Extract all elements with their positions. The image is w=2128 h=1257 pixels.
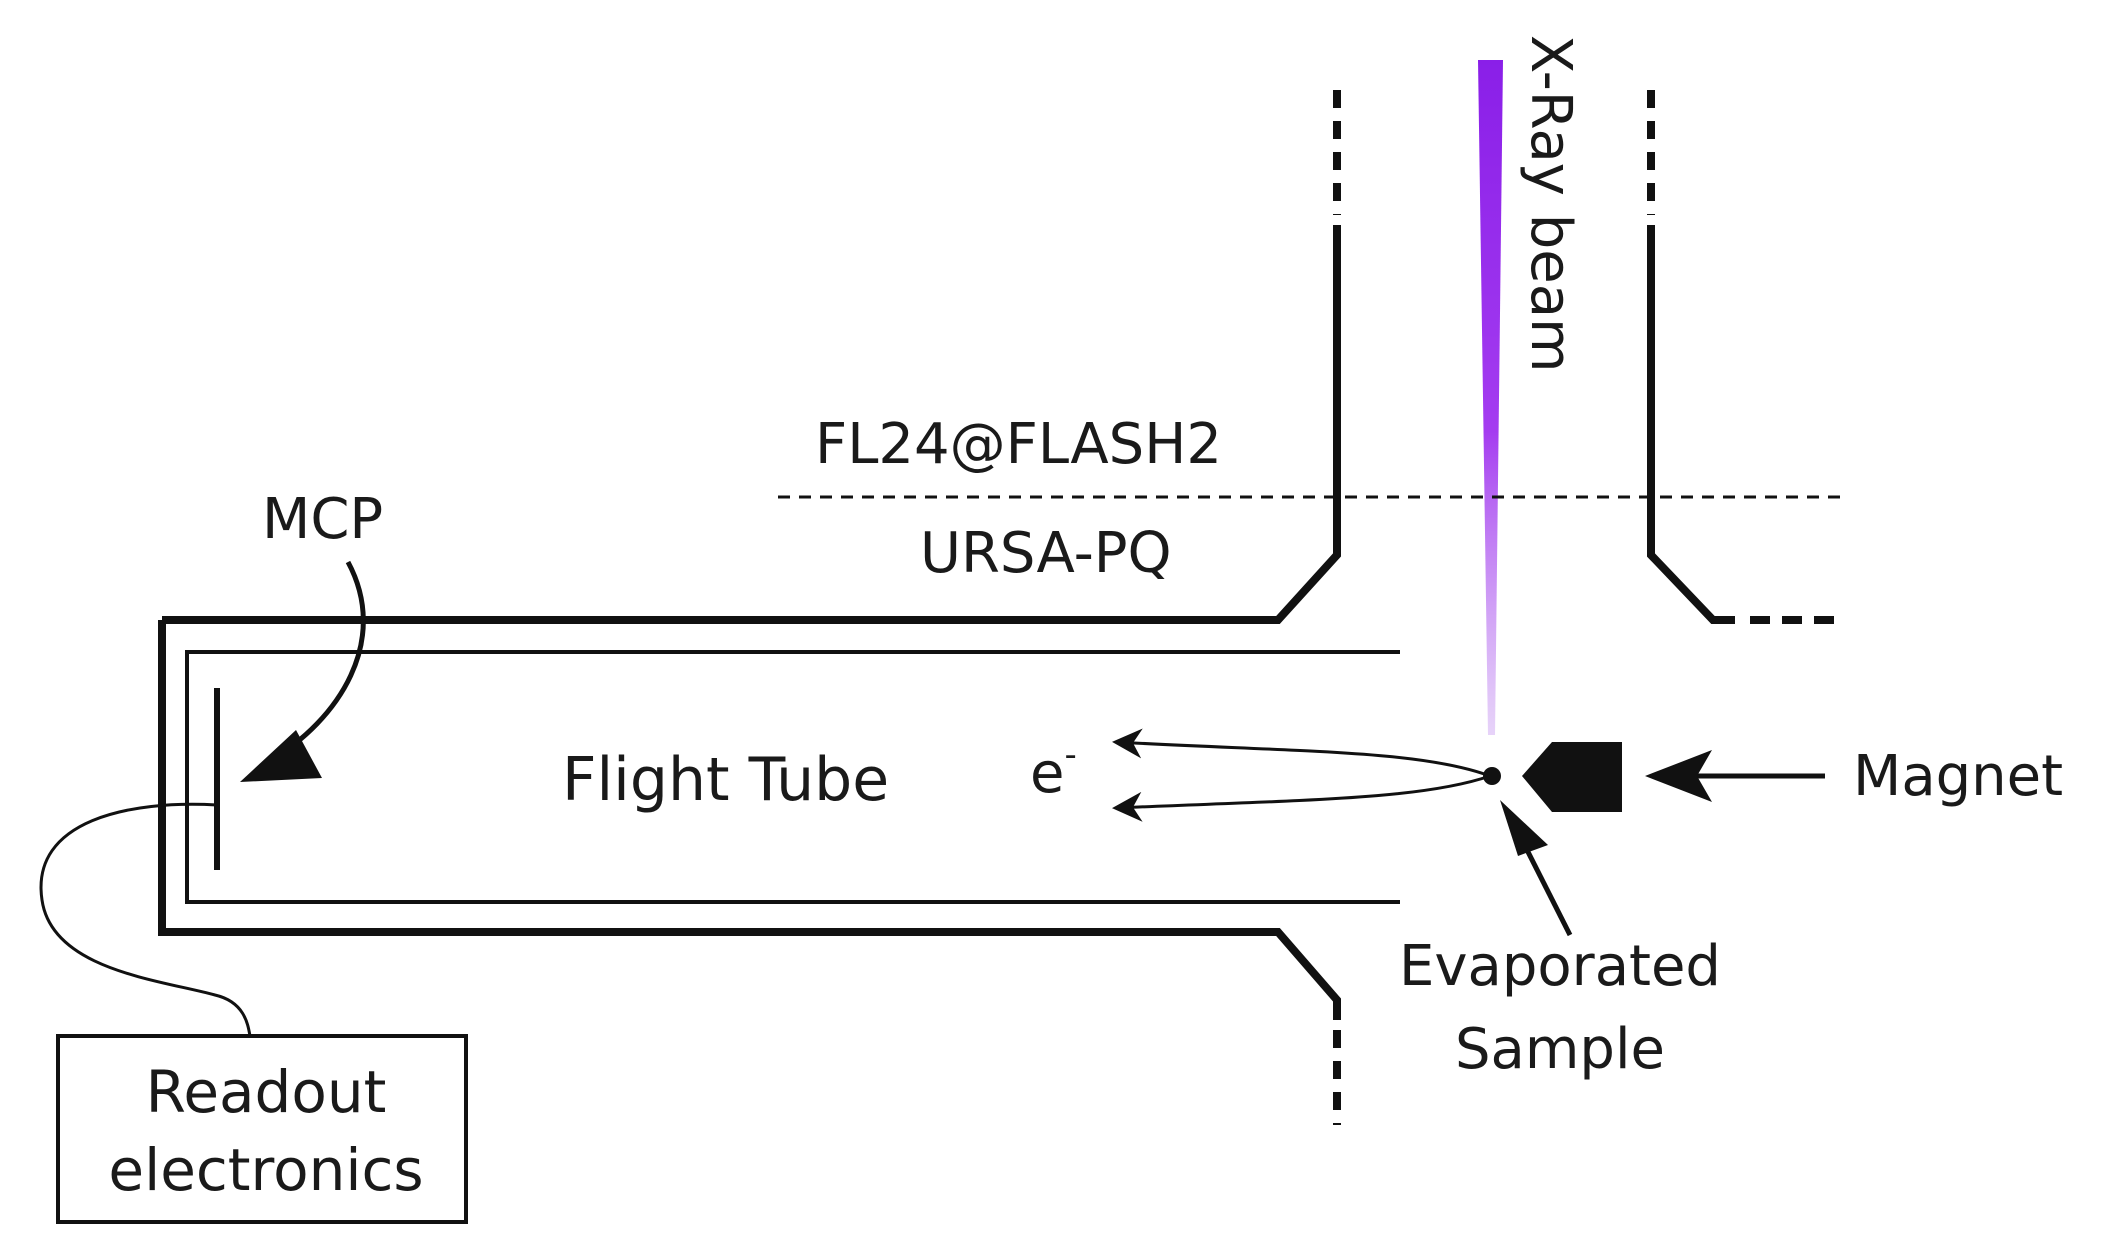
evaporated-sample-label-line2: Sample: [1455, 1017, 1665, 1082]
endstation-label: URSA-PQ: [920, 521, 1172, 586]
magnet-shape: [1522, 742, 1622, 812]
beamline-bottom-wall: [158, 620, 1341, 1125]
evaporated-sample-label-line1: Evaporated: [1399, 934, 1721, 999]
mcp-arrow: [266, 560, 366, 765]
facility-label: FL24@FLASH2: [815, 412, 1222, 477]
electron-path-lower: [1112, 774, 1491, 822]
xray-beam: [1478, 60, 1503, 735]
mcp-label: MCP: [262, 487, 383, 552]
electron-charge: -: [1064, 735, 1076, 775]
beamline-left-wall: [162, 90, 1341, 624]
xray-beam-label: X-Ray beam: [1518, 35, 1583, 373]
readout-electronics-box: [56, 1034, 468, 1224]
mcp-arrow-head: [240, 730, 322, 782]
electron-symbol: e: [1030, 741, 1064, 806]
readout-cable: [39, 802, 252, 1037]
beamline-right-wall: [1647, 90, 1835, 624]
electron-path-upper: [1112, 728, 1491, 778]
readout-label-line2: electronics: [108, 1136, 423, 1204]
magnet-arrow-head: [1645, 750, 1712, 802]
sample-arrow-line: [1519, 838, 1573, 937]
flight-tube-outline: [185, 650, 1400, 904]
magnet-label: Magnet: [1853, 744, 2063, 809]
sample-arrow-head: [1500, 800, 1548, 856]
readout-label-line1: Readout: [146, 1058, 387, 1126]
flight-tube-label: Flight Tube: [562, 745, 889, 815]
sample-point: [1483, 767, 1501, 785]
electron-label: e-: [1030, 735, 1077, 806]
